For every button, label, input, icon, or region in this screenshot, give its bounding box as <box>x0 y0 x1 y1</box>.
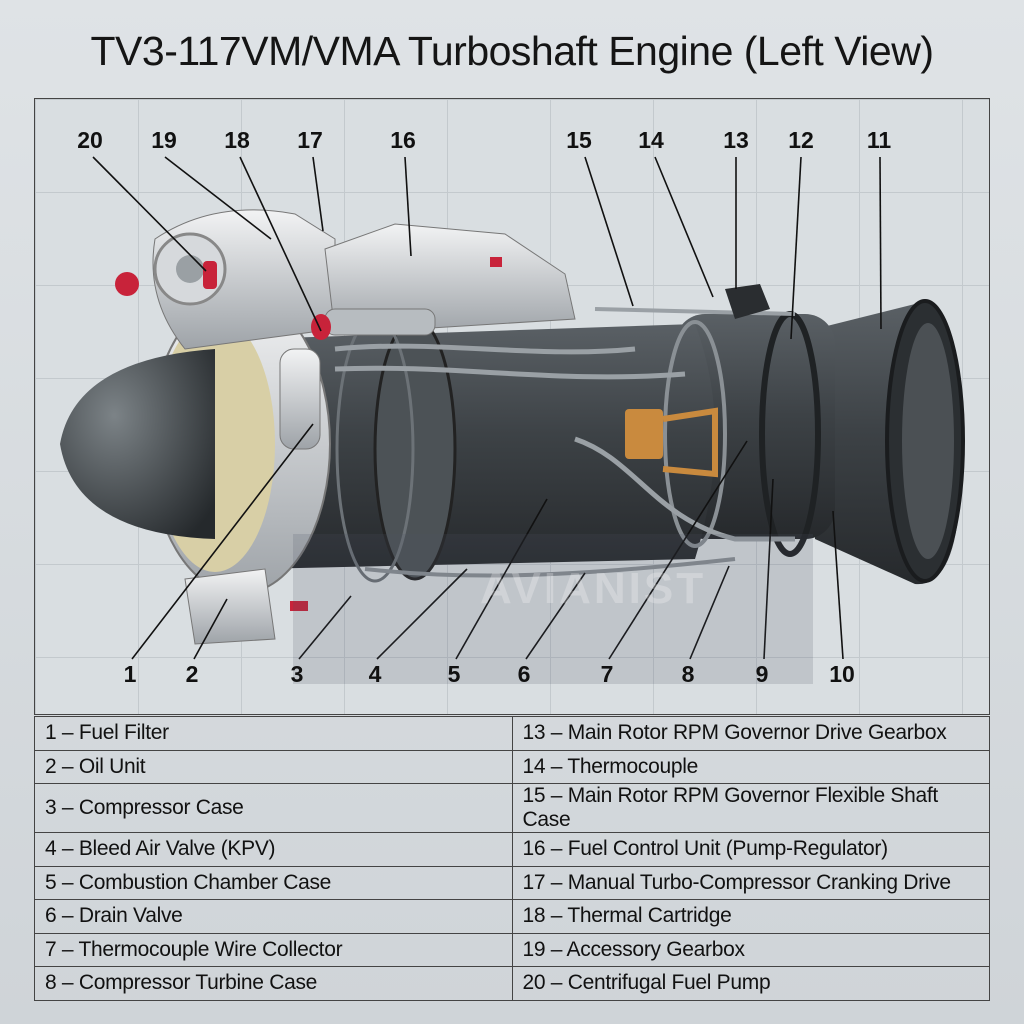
legend-item: 1 – Fuel Filter <box>34 716 513 751</box>
callout-9: 9 <box>755 661 769 687</box>
legend-item: 4 – Bleed Air Valve (KPV) <box>34 832 513 867</box>
callout-4: 4 <box>368 661 382 687</box>
engine-body <box>255 324 715 569</box>
callout-7: 7 <box>600 661 614 687</box>
callout-14: 14 <box>638 127 664 153</box>
legend-item: 18 – Thermal Cartridge <box>511 899 990 934</box>
engine-illustration <box>60 156 965 660</box>
callout-16: 16 <box>390 127 416 153</box>
callout-15: 15 <box>566 127 592 153</box>
watermark-band <box>293 534 813 684</box>
page-title: TV3-117VM/VMA Turboshaft Engine (Left Vi… <box>90 28 934 74</box>
leader-lines <box>92 156 882 660</box>
callout-13: 13 <box>723 127 749 153</box>
legend-item: 5 – Combustion Chamber Case <box>34 865 513 900</box>
callout-10: 10 <box>829 661 855 687</box>
engine-diagram: AVIANIST 20 19 18 17 16 15 14 13 12 11 1… <box>34 98 990 715</box>
watermark: AVIANIST <box>480 564 707 613</box>
legend-item: 2 – Oil Unit <box>34 749 513 784</box>
callout-3: 3 <box>290 661 304 687</box>
legend-item: 19 – Accessory Gearbox <box>511 932 990 967</box>
nose-cone <box>60 349 215 539</box>
thermocouple-collector <box>625 409 663 459</box>
callout-12: 12 <box>788 127 814 153</box>
callout-8: 8 <box>681 661 695 687</box>
callout-11: 11 <box>866 127 892 153</box>
callout-1: 1 <box>123 661 137 687</box>
turbine-section <box>675 314 835 539</box>
callout-19: 19 <box>151 127 177 153</box>
legend-item: 8 – Compressor Turbine Case <box>34 966 513 1001</box>
legend-item: 16 – Fuel Control Unit (Pump-Regulator) <box>511 832 990 867</box>
legend-row: 4 – Bleed Air Valve (KPV)16 – Fuel Contr… <box>34 832 990 867</box>
callout-6: 6 <box>517 661 531 687</box>
callout-20: 20 <box>77 127 103 153</box>
callout-18: 18 <box>224 127 250 153</box>
legend-item: 7 – Thermocouple Wire Collector <box>34 932 513 967</box>
legend-item: 13 – Main Rotor RPM Governor Drive Gearb… <box>511 716 990 751</box>
legend-item: 3 – Compressor Case <box>34 783 513 833</box>
legend-item: 14 – Thermocouple <box>511 749 990 784</box>
fuel-filter <box>279 348 321 450</box>
oil-unit <box>184 568 276 645</box>
legend-item: 17 – Manual Turbo-Compressor Cranking Dr… <box>511 865 990 900</box>
legend-item: 15 – Main Rotor RPM Governor Flexible Sh… <box>511 783 990 833</box>
callout-17: 17 <box>297 127 323 153</box>
callout-2: 2 <box>185 661 199 687</box>
callout-5: 5 <box>447 661 461 687</box>
legend-item: 20 – Centrifugal Fuel Pump <box>511 966 990 1001</box>
legend-item: 6 – Drain Valve <box>34 899 513 934</box>
